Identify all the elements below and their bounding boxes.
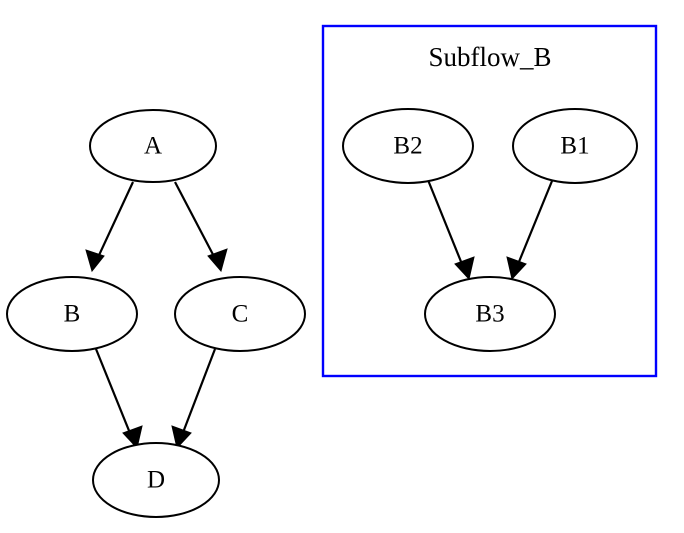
edge-a-b[interactable]: [85, 181, 134, 273]
edge-a-c-arrowhead: [207, 248, 228, 273]
cluster-border-rect: [321, 24, 658, 378]
edge-a-b-line: [93, 181, 134, 267]
edge-c-d[interactable]: [171, 348, 217, 450]
node-a-ellipse: [89, 109, 217, 183]
edge-b2-b3-arrowhead: [454, 256, 475, 281]
edge-b2-b3-line: [426, 179, 468, 275]
edge-a-c-line: [174, 181, 220, 267]
edges-layer: [85, 179, 554, 450]
edge-a-c[interactable]: [174, 181, 228, 273]
edge-b1-b3-line: [512, 180, 554, 275]
node-c-label: C: [232, 301, 249, 328]
node-b3-label: B3: [475, 301, 504, 328]
node-b[interactable]: B: [6, 276, 138, 352]
edge-a-b-arrowhead: [85, 249, 105, 273]
node-a[interactable]: A: [89, 109, 217, 183]
node-b3[interactable]: B3: [424, 276, 556, 352]
node-b-ellipse: [6, 276, 138, 352]
node-b2-ellipse: [342, 108, 474, 184]
edge-b1-b3-arrowhead: [506, 256, 527, 281]
cluster-subflow-b[interactable]: Subflow_B: [321, 24, 658, 378]
edge-c-d-arrowhead: [171, 425, 192, 450]
edge-b-d[interactable]: [94, 348, 143, 450]
node-a-label: A: [144, 133, 162, 160]
nodes-layer: A B C D B2 B1: [6, 108, 638, 518]
node-c[interactable]: C: [174, 276, 306, 352]
node-b2-label: B2: [393, 133, 422, 160]
edge-b-d-arrowhead: [122, 425, 143, 450]
node-d[interactable]: D: [92, 442, 220, 518]
node-b1-ellipse: [512, 108, 638, 184]
edge-b2-b3[interactable]: [426, 179, 475, 281]
edge-b-d-line: [94, 348, 136, 444]
node-b2[interactable]: B2: [342, 108, 474, 184]
node-d-label: D: [147, 467, 165, 494]
node-b3-ellipse: [424, 276, 556, 352]
cluster-label: Subflow_B: [428, 42, 551, 72]
node-d-ellipse: [92, 442, 220, 518]
edge-b1-b3[interactable]: [506, 180, 554, 281]
edge-c-d-line: [177, 348, 217, 444]
node-c-ellipse: [174, 276, 306, 352]
node-b1-label: B1: [560, 133, 589, 160]
node-b1[interactable]: B1: [512, 108, 638, 184]
node-b-label: B: [64, 301, 81, 328]
